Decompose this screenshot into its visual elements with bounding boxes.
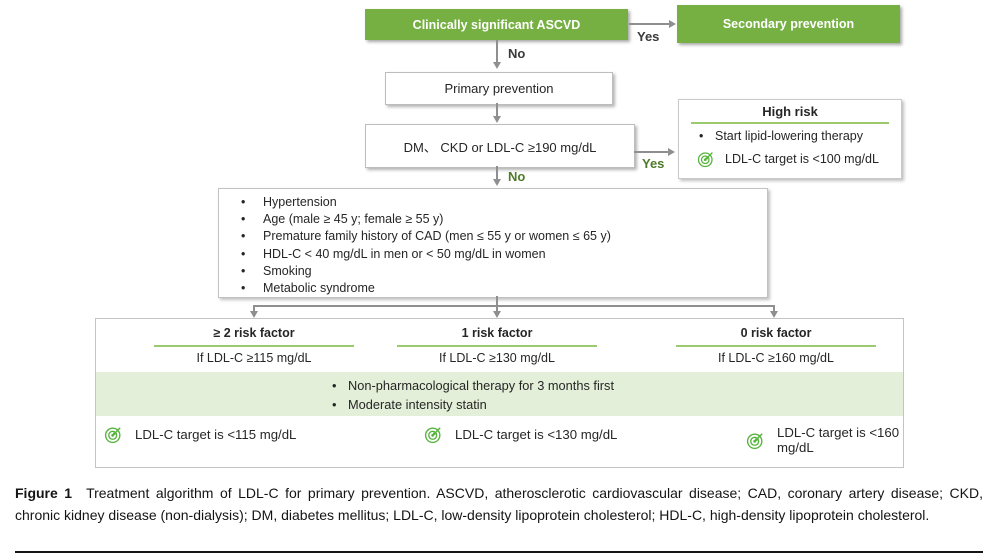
- high-risk-title: High risk: [762, 104, 818, 119]
- green-divider: [154, 345, 354, 347]
- risk-factor-item: Age (male ≥ 45 y; female ≥ 55 y): [219, 211, 767, 228]
- green-divider: [676, 345, 876, 347]
- connector-line: [634, 151, 669, 153]
- risk-factors-panel: Hypertension Age (male ≥ 45 y; female ≥ …: [218, 188, 768, 298]
- column-condition: If LDL-C ≥115 mg/dL: [196, 350, 312, 365]
- high-risk-bullet: Start lipid-lowering therapy: [693, 129, 901, 143]
- node-clinically-significant-ascvd: Clinically significant ASCVD: [365, 9, 628, 40]
- arrowhead-down-icon: [492, 311, 501, 318]
- therapy-bullet: Moderate intensity statin: [326, 395, 903, 414]
- ldl-target-text: LDL-C target is <115 mg/dL: [135, 427, 297, 442]
- column-0-risk: 0 risk factor If LDL-C ≥160 mg/dL: [651, 326, 901, 365]
- target-icon: [104, 427, 121, 444]
- ldl-target-0: LDL-C target is <160 mg/dL: [746, 425, 903, 455]
- bottom-divider: [15, 551, 983, 553]
- arrowhead-right-icon: [669, 19, 676, 28]
- edge-label-yes-screen: Yes: [642, 156, 665, 171]
- risk-factor-item: Smoking: [219, 263, 767, 280]
- risk-factor-item: HDL-C < 40 mg/dL in men or < 50 mg/dL in…: [219, 246, 767, 263]
- figure-caption-label: Figure 1: [15, 485, 73, 501]
- column-condition: If LDL-C ≥160 mg/dL: [718, 350, 834, 365]
- green-divider: [397, 345, 597, 347]
- column-1-risk: 1 risk factor If LDL-C ≥130 mg/dL: [372, 326, 622, 365]
- arrowhead-down-icon: [492, 116, 501, 123]
- ldl-target-1: LDL-C target is <130 mg/dL: [424, 425, 617, 444]
- arrowhead-right-icon: [668, 147, 675, 156]
- edge-label-yes-top: Yes: [637, 29, 660, 44]
- risk-factor-item: Metabolic syndrome: [219, 280, 767, 297]
- target-icon: [424, 427, 441, 444]
- connector-line: [496, 296, 498, 306]
- connector-line: [496, 103, 498, 117]
- arrowhead-down-icon: [249, 311, 258, 318]
- ldl-target-ge2: LDL-C target is <115 mg/dL: [104, 425, 296, 444]
- high-risk-target-text: LDL-C target is <100 mg/dL: [725, 151, 879, 166]
- node-secondary-prevention: Secondary prevention: [677, 5, 900, 43]
- column-condition: If LDL-C ≥130 mg/dL: [439, 350, 555, 365]
- node-dm-ckd-ldl-screen: DM、 CKD or LDL-C ≥190 mg/dL: [365, 124, 635, 168]
- ldl-target-text: LDL-C target is <130 mg/dL: [455, 427, 618, 442]
- arrowhead-down-icon: [492, 62, 501, 69]
- node-primary-prevention: Primary prevention: [385, 72, 613, 105]
- column-ge2-risk: ≥ 2 risk factor If LDL-C ≥115 mg/dL: [129, 326, 379, 365]
- column-header: ≥ 2 risk factor: [213, 326, 295, 340]
- edge-label-no-screen: No: [508, 169, 526, 184]
- target-icon: [697, 151, 713, 167]
- connector-line: [629, 23, 670, 25]
- high-risk-panel: High risk Start lipid-lowering therapy L…: [678, 99, 902, 179]
- edge-label-no-top: No: [508, 46, 526, 61]
- column-header: 0 risk factor: [740, 326, 812, 340]
- risk-factor-item: Premature family history of CAD (men ≤ 5…: [219, 228, 767, 245]
- arrowhead-down-icon: [492, 179, 501, 186]
- connector-line: [773, 305, 775, 312]
- therapy-bullet: Non-pharmacological therapy for 3 months…: [326, 376, 903, 395]
- risk-factor-item: Hypertension: [219, 194, 767, 211]
- target-icon: [746, 432, 763, 449]
- connector-line: [496, 40, 498, 63]
- green-divider: [691, 122, 889, 124]
- ldl-target-text: LDL-C target is <160 mg/dL: [777, 425, 900, 455]
- connector-line: [496, 305, 498, 312]
- risk-stratification-panel: ≥ 2 risk factor If LDL-C ≥115 mg/dL 1 ri…: [95, 318, 904, 468]
- column-header: 1 risk factor: [461, 326, 533, 340]
- arrowhead-down-icon: [769, 311, 778, 318]
- figure-caption-text: Treatment algorithm of LDL-C for primary…: [15, 485, 983, 523]
- connector-line: [253, 305, 774, 307]
- risk-factors-list: Hypertension Age (male ≥ 45 y; female ≥ …: [219, 194, 767, 297]
- connector-line: [253, 305, 255, 312]
- shared-therapy-band: Non-pharmacological therapy for 3 months…: [96, 372, 903, 416]
- connector-line: [496, 166, 498, 180]
